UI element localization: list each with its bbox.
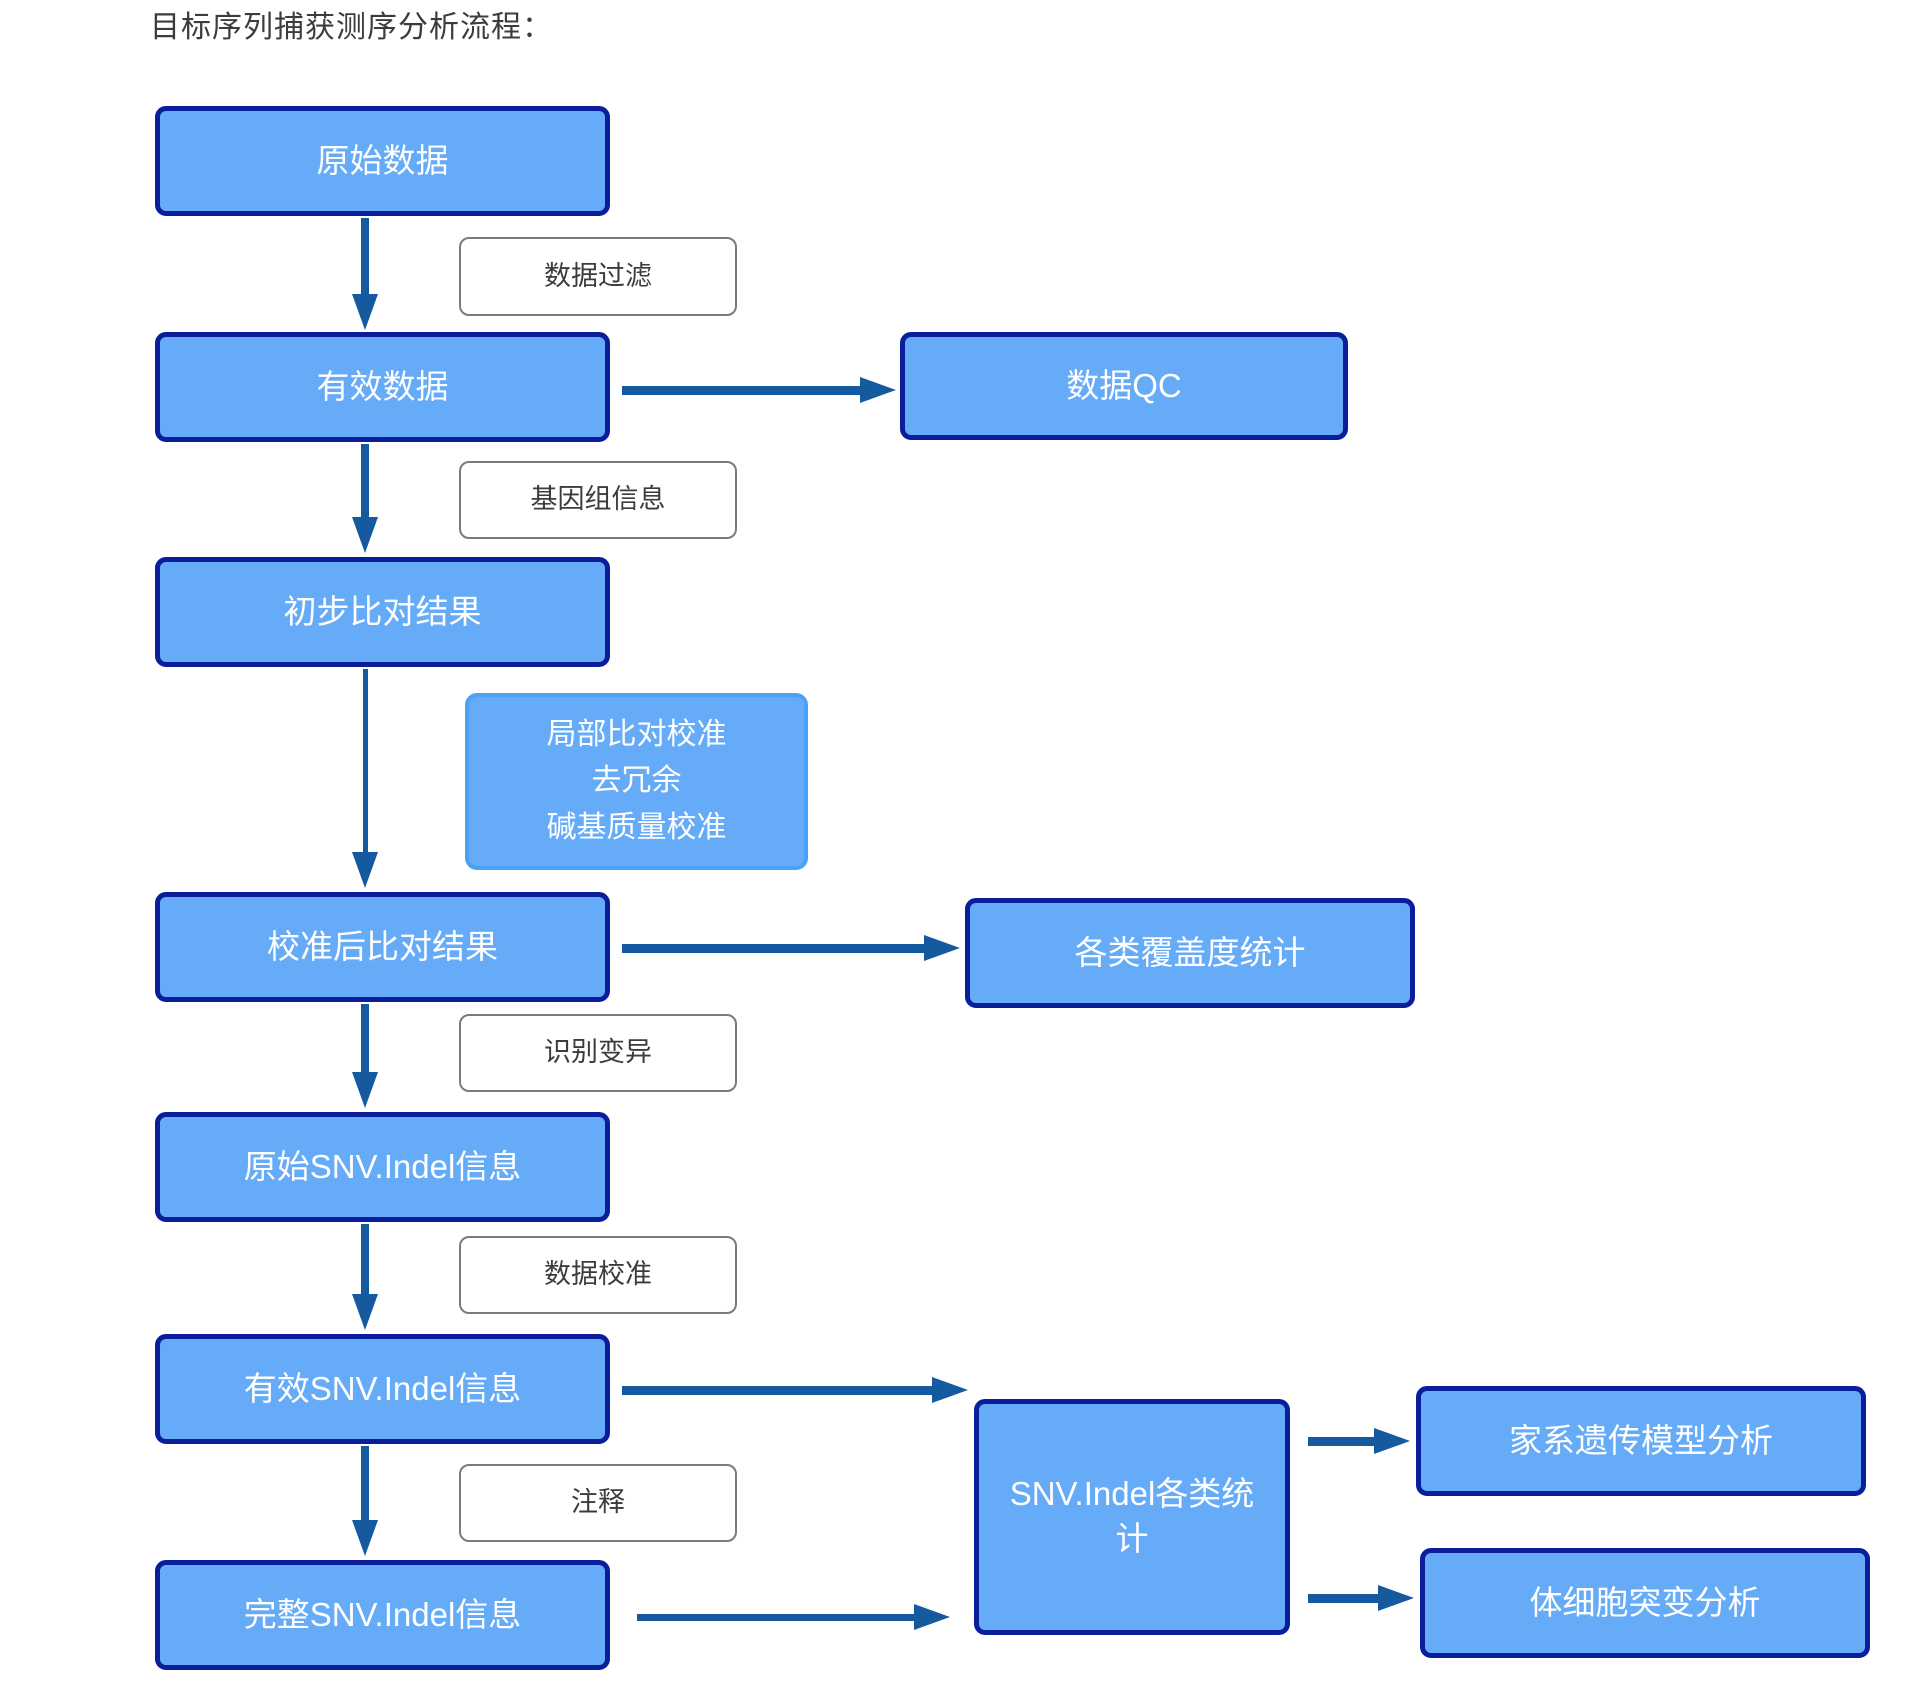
label-line: 局部比对校准 <box>546 717 727 751</box>
label-line: 各类覆盖度统计 <box>1074 933 1306 971</box>
step-local-align-calibration: 局部比对校准去冗余碱基质量校准 <box>465 693 808 870</box>
arrow-head-stats-to-somatic <box>1378 1585 1414 1611</box>
label-line: 完整SNV.Indel信息 <box>243 1595 522 1633</box>
label-line: 计 <box>1115 1520 1149 1557</box>
label-line: 数据校准 <box>544 1259 652 1290</box>
arrow-shaft-stats-to-family <box>1308 1436 1378 1446</box>
page-title: 目标序列捕获测序分析流程： <box>150 11 553 44</box>
label-line: 有效SNV.Indel信息 <box>243 1369 522 1407</box>
arrow-shaft-completesnv-to-stats <box>637 1613 918 1621</box>
arrow-head-raw-to-valid <box>352 294 378 330</box>
label-line: SNV.Indel各类统 <box>1009 1475 1255 1513</box>
arrow-head-valid-to-qc <box>860 377 896 403</box>
node-raw-data: 原始数据 <box>155 106 610 216</box>
label-line: 家系遗传模型分析 <box>1509 1421 1773 1459</box>
node-calibrated-alignment: 校准后比对结果 <box>155 892 610 1002</box>
label-line: 数据过滤 <box>544 260 652 291</box>
node-data-qc: 数据QC <box>900 332 1348 440</box>
arrow-shaft-preliminary-to-calibrated <box>362 669 368 856</box>
node-valid-data: 有效数据 <box>155 332 610 442</box>
arrow-head-valid-to-preliminary <box>352 517 378 553</box>
label-line: 数据QC <box>1066 366 1182 404</box>
arrow-shaft-calibrated-to-coverage <box>622 943 928 953</box>
label-line: 注释 <box>571 1487 625 1518</box>
label-line: 校准后比对结果 <box>267 927 498 965</box>
node-raw-snv-indel: 原始SNV.Indel信息 <box>155 1112 610 1222</box>
label-line: 有效数据 <box>316 367 449 405</box>
label-line: 去冗余 <box>591 764 682 798</box>
node-preliminary-alignment: 初步比对结果 <box>155 557 610 667</box>
label-line: 原始SNV.Indel信息 <box>243 1147 522 1185</box>
label-line: 体细胞突变分析 <box>1529 1583 1761 1621</box>
step-data-filter: 数据过滤 <box>459 237 737 316</box>
node-snv-indel-stats: SNV.Indel各类统计 <box>974 1399 1290 1635</box>
label-line: 原始数据 <box>316 141 449 179</box>
arrow-head-calibrated-to-coverage <box>924 935 960 961</box>
arrow-shaft-valid-to-qc <box>622 385 864 395</box>
node-somatic-mutation: 体细胞突变分析 <box>1420 1548 1870 1658</box>
arrow-head-validsnv-to-stats <box>932 1377 968 1403</box>
arrow-shaft-raw-to-valid <box>361 218 369 298</box>
label-line: 基因组信息 <box>530 484 666 515</box>
arrow-shaft-calibrated-to-rawsnv <box>361 1004 369 1076</box>
step-annotation: 注释 <box>459 1464 737 1542</box>
arrow-head-preliminary-to-calibrated <box>352 852 378 888</box>
arrow-shaft-rawsnv-to-validsnv <box>361 1224 369 1298</box>
step-genome-info: 基因组信息 <box>459 461 737 539</box>
arrow-shaft-stats-to-somatic <box>1308 1593 1382 1603</box>
arrow-shaft-validsnv-to-stats <box>622 1385 936 1395</box>
label-line: 碱基质量校准 <box>546 810 727 844</box>
arrow-head-rawsnv-to-validsnv <box>352 1294 378 1330</box>
node-complete-snv-indel: 完整SNV.Indel信息 <box>155 1560 610 1670</box>
step-variant-calling: 识别变异 <box>459 1014 737 1092</box>
arrow-head-stats-to-family <box>1374 1428 1410 1454</box>
label-line: 初步比对结果 <box>283 592 482 630</box>
arrow-head-validsnv-to-completesnv <box>352 1520 378 1556</box>
step-data-calibration: 数据校准 <box>459 1236 737 1314</box>
node-valid-snv-indel: 有效SNV.Indel信息 <box>155 1334 610 1444</box>
arrow-shaft-validsnv-to-completesnv <box>361 1446 369 1524</box>
node-family-model: 家系遗传模型分析 <box>1416 1386 1866 1496</box>
node-coverage-stats: 各类覆盖度统计 <box>965 898 1415 1008</box>
arrow-shaft-valid-to-preliminary <box>361 444 369 521</box>
label-line: 识别变异 <box>544 1037 652 1068</box>
arrow-head-completesnv-to-stats <box>914 1604 950 1630</box>
arrow-head-calibrated-to-rawsnv <box>352 1072 378 1108</box>
